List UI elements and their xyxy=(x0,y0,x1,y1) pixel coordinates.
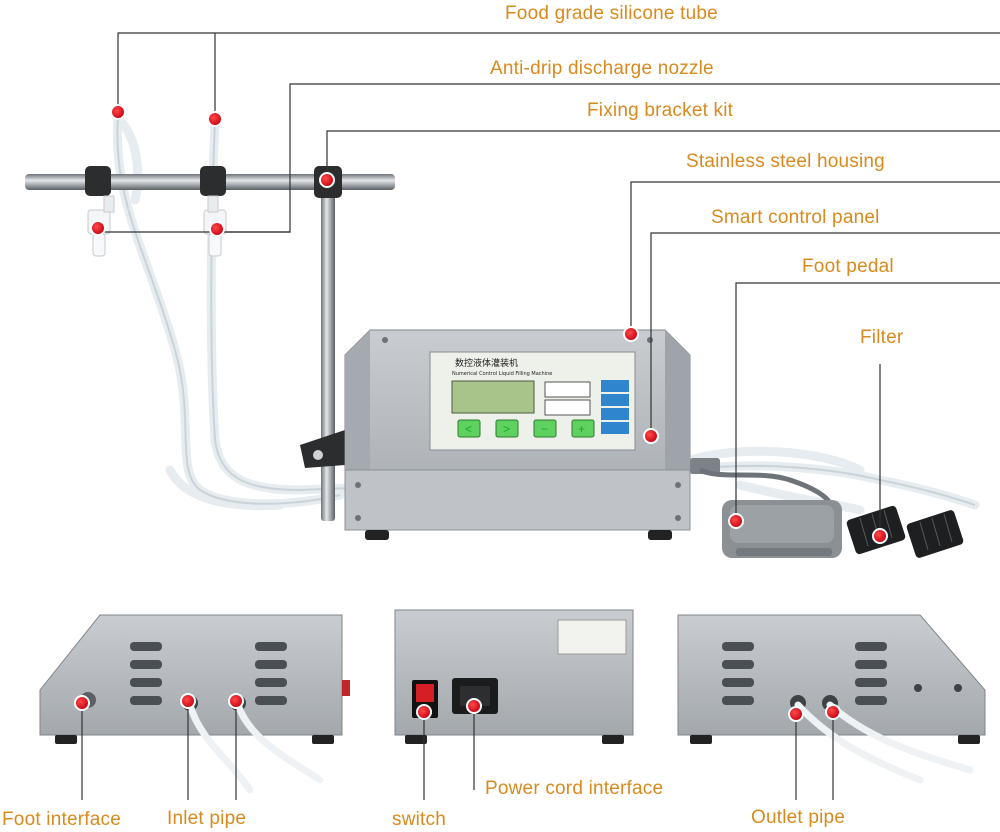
panel-button-left xyxy=(457,419,481,438)
right-side-view xyxy=(677,614,986,784)
svg-text:<: < xyxy=(465,422,472,436)
bracket-clamps xyxy=(85,166,345,468)
label-control-panel: Smart control panel xyxy=(711,207,880,228)
back-view xyxy=(394,609,634,744)
callout-markers xyxy=(74,104,888,722)
label-housing: Stainless steel housing xyxy=(686,151,885,172)
label-inlet-pipe: Inlet pipe xyxy=(167,808,247,829)
panel-button-right xyxy=(495,419,519,438)
marker-outlet-pipe-1 xyxy=(788,706,804,722)
filters-illustration xyxy=(846,505,964,558)
marker-housing xyxy=(623,326,639,342)
label-nozzle: Anti-drip discharge nozzle xyxy=(490,58,714,79)
panel-buttons: < > − + xyxy=(457,419,595,438)
marker-inlet-pipe-2 xyxy=(228,693,244,709)
label-foot-pedal: Foot pedal xyxy=(802,256,894,277)
marker-nozzle-1 xyxy=(90,220,106,236)
panel-button-minus xyxy=(533,419,557,438)
panel-title-cn: 数控液体灌装机 xyxy=(455,357,518,369)
marker-bracket xyxy=(319,172,335,188)
marker-silicone-tube-1 xyxy=(110,104,126,120)
marker-foot-interface xyxy=(74,695,90,711)
label-power-cord: Power cord interface xyxy=(485,778,664,799)
svg-text:>: > xyxy=(503,422,510,436)
label-filter: Filter xyxy=(860,327,904,348)
panel-title-en: Numerical Control Liquid Filling Machine xyxy=(452,371,552,377)
panel-button-plus xyxy=(571,419,595,438)
marker-switch xyxy=(416,704,432,720)
label-foot-interface: Foot interface xyxy=(2,809,121,830)
main-machine-illustration: 数控液体灌装机 Numerical Control Liquid Filling… xyxy=(25,113,980,558)
marker-outlet-pipe-2 xyxy=(825,704,841,720)
label-switch: switch xyxy=(392,809,446,830)
left-side-view xyxy=(39,614,350,794)
marker-power-cord xyxy=(466,698,482,714)
nozzles xyxy=(87,195,227,257)
marker-silicone-tube-2 xyxy=(207,111,223,127)
marker-filter xyxy=(872,528,888,544)
svg-text:−: − xyxy=(541,422,548,436)
label-silicone-tube: Food grade silicone tube xyxy=(505,3,718,24)
foot-pedal-illustration xyxy=(698,467,842,558)
label-bracket: Fixing bracket kit xyxy=(587,100,734,121)
vertical-rod xyxy=(321,176,335,521)
lcd-screen xyxy=(451,380,535,414)
label-outlet-pipe: Outlet pipe xyxy=(751,807,846,828)
marker-inlet-pipe-1 xyxy=(180,693,196,709)
control-panel: 数控液体灌装机 Numerical Control Liquid Filling… xyxy=(429,351,636,451)
marker-nozzle-2 xyxy=(209,221,225,237)
svg-text:+: + xyxy=(578,422,585,436)
marker-control-panel xyxy=(643,428,659,444)
marker-foot-pedal xyxy=(728,513,744,529)
